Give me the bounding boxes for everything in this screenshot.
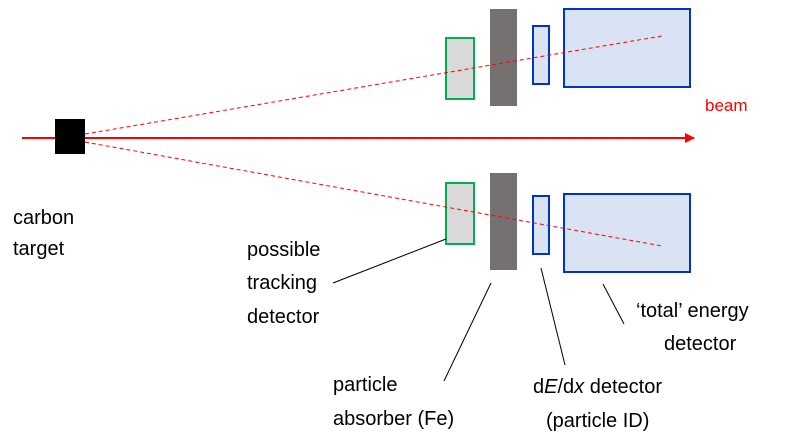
upper-absorber (490, 9, 517, 106)
tracker-label-line1: possible (247, 239, 320, 261)
energy-leader (602, 283, 625, 325)
carbon-target (55, 119, 85, 154)
dedx-slash: /d (557, 376, 574, 398)
absorber-label-line2: absorber (Fe) (333, 408, 454, 430)
dedx-d: d (533, 376, 544, 398)
lower-absorber (490, 173, 517, 270)
dedx-rest: detector (584, 376, 662, 398)
absorber-label-line1: particle (333, 374, 397, 396)
lower-tracking-detector (445, 182, 475, 245)
tracker-label-line3: detector (247, 306, 320, 328)
dedx-leader (540, 267, 566, 366)
absorber-leader (443, 282, 492, 382)
upper-dedx-detector (532, 25, 550, 85)
lower-energy-detector (563, 193, 691, 273)
target-label-line1: carbon (13, 207, 74, 229)
dedx-label-line2: (particle ID) (546, 410, 649, 432)
dedx-E: E (544, 376, 558, 398)
upper-tracking-detector (445, 37, 475, 100)
energy-label-line1: ‘total’ energy (636, 300, 749, 322)
energy-label-line2: detector (664, 333, 737, 355)
beam-label: beam (705, 96, 748, 115)
tracker-leader (332, 238, 447, 284)
lower-dedx-detector (532, 195, 550, 255)
dedx-x: x (573, 376, 585, 398)
upper-energy-detector (563, 8, 691, 88)
target-label-line2: target (13, 238, 65, 260)
dedx-label-line1: dE/dx detector (533, 376, 662, 398)
tracker-label-line2: tracking (247, 272, 317, 294)
